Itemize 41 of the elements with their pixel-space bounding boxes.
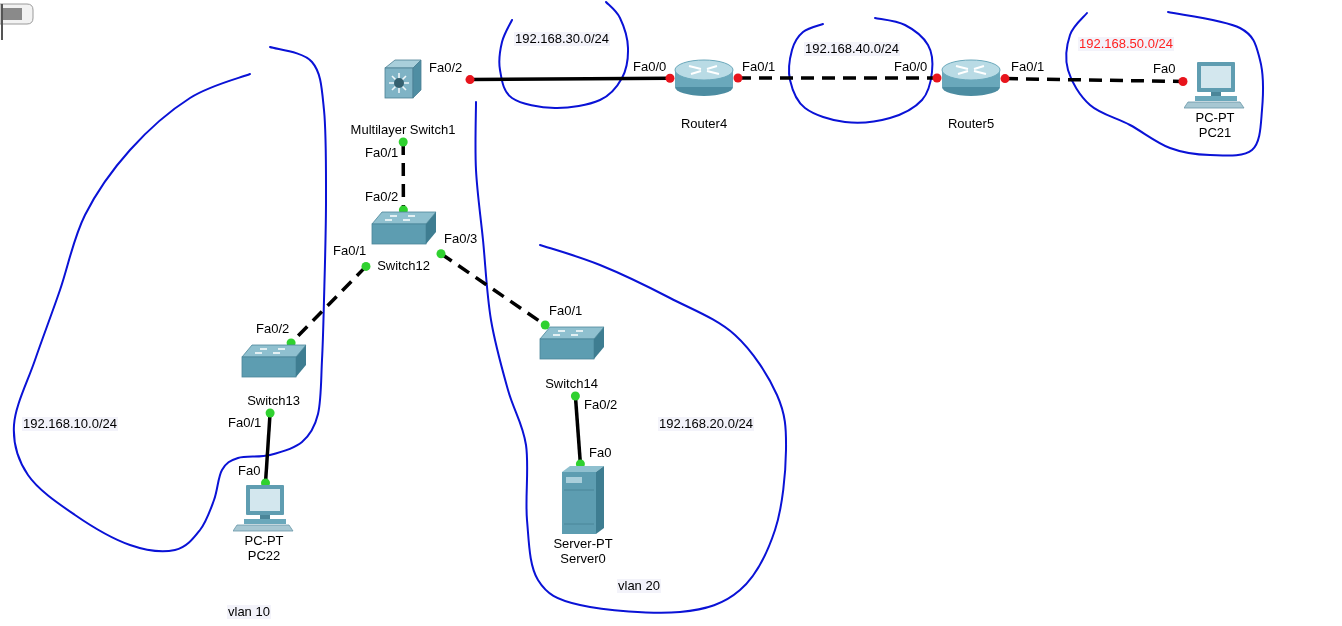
device-name: Router5 bbox=[947, 116, 995, 131]
port-label: Fa0/1 bbox=[548, 304, 584, 318]
cable-line bbox=[261, 408, 275, 488]
port-label: Fa0 bbox=[588, 446, 613, 460]
port-label: Fa0/3 bbox=[443, 232, 479, 246]
device-type-label: PC-PT bbox=[1195, 110, 1235, 125]
device-name: Multilayer Switch1 bbox=[350, 122, 456, 137]
port-label: Fa0/2 bbox=[255, 322, 291, 336]
port-label: Fa0/1 bbox=[227, 416, 263, 430]
subnet-label: 192.168.20.0/24 bbox=[658, 417, 754, 431]
port-label: Fa0/0 bbox=[893, 60, 929, 74]
port-label: Fa0/1 bbox=[364, 146, 400, 160]
subnet-label: 192.168.30.0/24 bbox=[514, 32, 610, 46]
port-label: Fa0/2 bbox=[428, 61, 464, 75]
device-name: Switch12 bbox=[377, 258, 430, 273]
port-label: Fa0/1 bbox=[741, 60, 777, 74]
subnet-label: 192.168.40.0/24 bbox=[804, 42, 900, 56]
device-name: Router4 bbox=[680, 116, 728, 131]
port-label: Fa0/2 bbox=[364, 190, 400, 204]
cable-line bbox=[465, 73, 675, 85]
vlan-label: vlan 20 bbox=[617, 579, 661, 593]
device-name: PC22 bbox=[247, 548, 281, 563]
port-label: Fa0/1 bbox=[332, 244, 368, 258]
port-label: Fa0 bbox=[237, 464, 262, 478]
port-label: Fa0 bbox=[1152, 62, 1177, 76]
vlan-label: vlan 10 bbox=[227, 605, 271, 619]
port-label: Fa0/2 bbox=[583, 398, 619, 412]
port-label: Fa0/1 bbox=[1010, 60, 1046, 74]
device-name: Switch14 bbox=[545, 376, 598, 391]
dashed-cable-line bbox=[733, 73, 942, 83]
subnet-label: 192.168.50.0/24 bbox=[1078, 37, 1174, 51]
device-name: Server0 bbox=[560, 551, 606, 566]
cable-line bbox=[570, 391, 585, 469]
device-type-label: PC-PT bbox=[244, 533, 284, 548]
device-type-label: Server-PT bbox=[553, 536, 613, 551]
subnet-label: 192.168.10.0/24 bbox=[22, 417, 118, 431]
dashed-cable-line bbox=[1000, 74, 1188, 86]
port-label: Fa0/0 bbox=[632, 60, 668, 74]
device-name: Switch13 bbox=[247, 393, 300, 408]
dashed-cable-line bbox=[436, 249, 550, 330]
device-name: PC21 bbox=[1198, 125, 1232, 140]
